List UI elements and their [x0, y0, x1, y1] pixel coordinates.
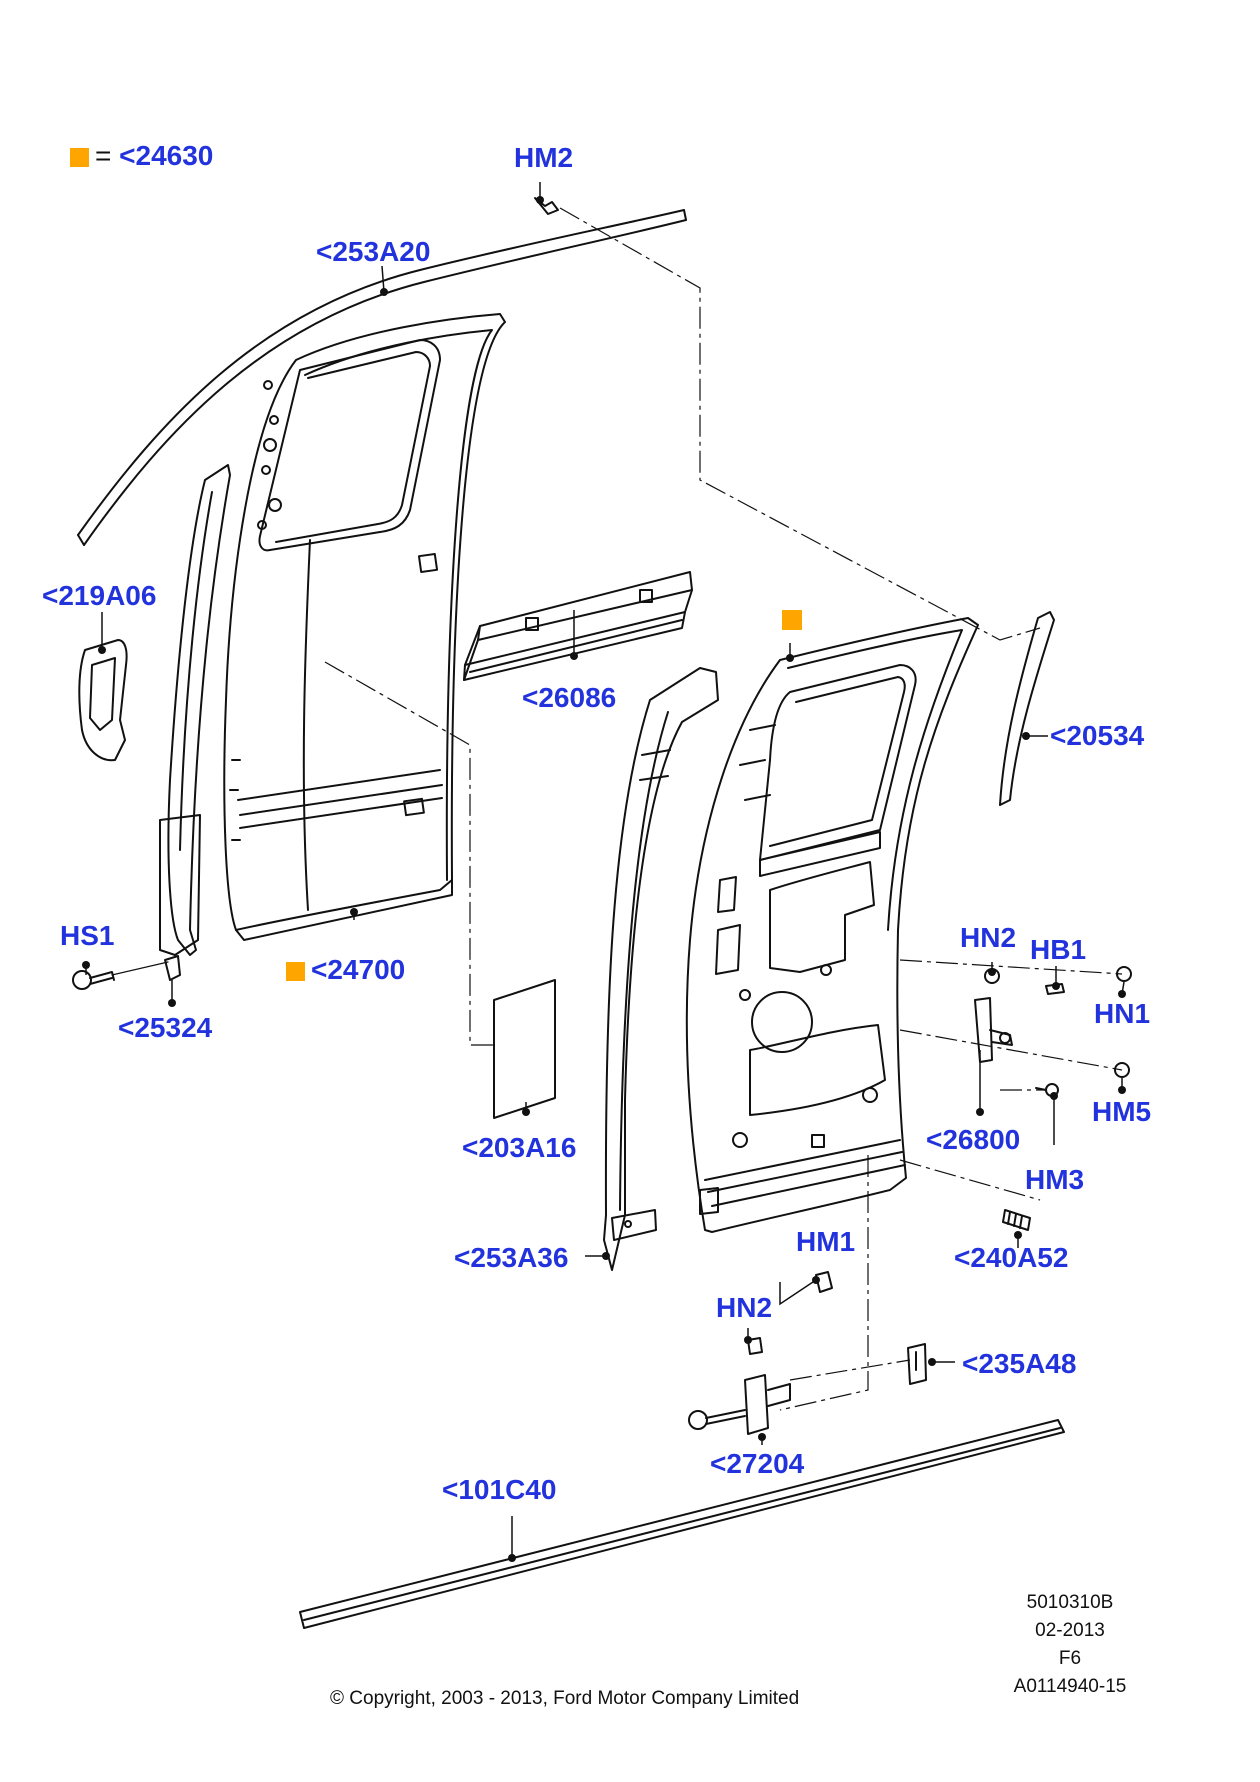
rear-door-shell — [685, 617, 979, 1233]
label-219a06[interactable]: <219A06 — [42, 580, 157, 611]
orange-square-icon — [70, 148, 89, 167]
front-pillar-trim — [159, 464, 231, 956]
rocker-molding-101c40 — [299, 1419, 1065, 1629]
label-hn2-right[interactable]: HN2 — [960, 922, 1017, 953]
label-hm2-top[interactable]: HM2 — [514, 142, 574, 173]
label-20534[interactable]: <20534 — [1050, 720, 1145, 751]
label-235a48[interactable]: <235A48 — [962, 1348, 1077, 1379]
water-shield-203a16 — [493, 979, 556, 1119]
nut-hm5 — [1114, 1062, 1130, 1078]
label-27204[interactable]: <27204 — [710, 1448, 805, 1479]
label-253a20[interactable]: <253A20 — [316, 236, 431, 267]
label-24700[interactable]: <24700 — [311, 954, 406, 985]
screw-hs1 — [72, 970, 115, 990]
front-door-shell — [223, 313, 506, 941]
label-24700-wrap: <24700 — [286, 954, 405, 986]
belt-weatherstrip-26086 — [463, 571, 693, 681]
diagram-id: A0114940-15 — [1013, 1676, 1127, 1697]
label-hn1[interactable]: HN1 — [1094, 998, 1151, 1029]
diagram-date: 02-2013 — [1035, 1620, 1105, 1641]
label-hs1[interactable]: HS1 — [60, 920, 115, 951]
copyright-notice: © Copyright, 2003 - 2013, Ford Motor Com… — [330, 1688, 800, 1709]
bracket-25324 — [164, 955, 181, 981]
label-hm3[interactable]: HM3 — [1025, 1164, 1085, 1195]
hinge-26800 — [974, 997, 1013, 1063]
assembly-leaders — [324, 207, 1123, 1411]
leader-hs1 — [111, 961, 169, 976]
legend-part-link[interactable]: <24630 — [119, 140, 214, 171]
label-253a36[interactable]: <253A36 — [454, 1242, 569, 1273]
orange-square-icon — [286, 962, 305, 981]
label-hm1[interactable]: HM1 — [796, 1226, 856, 1257]
interior-handle-219a06 — [78, 639, 128, 762]
latch-240a52 — [1002, 1209, 1031, 1231]
label-hm5[interactable]: HM5 — [1092, 1096, 1152, 1127]
roof-molding-253a20 — [77, 209, 687, 546]
nut-hn2-bottom — [747, 1337, 763, 1355]
diagram-code: 5010310B — [1026, 1592, 1114, 1613]
clip-hm2 — [534, 197, 559, 215]
label-240a52[interactable]: <240A52 — [954, 1242, 1069, 1273]
rear-glass-run-20534 — [999, 611, 1055, 806]
label-203a16[interactable]: <203A16 — [462, 1132, 577, 1163]
rear-pillar-253a36 — [603, 667, 719, 1271]
callout-dots — [82, 196, 1126, 1562]
legend: = <24630 — [70, 140, 213, 172]
label-101c40[interactable]: <101C40 — [442, 1474, 557, 1505]
orange-square-icon-rear-door — [782, 610, 802, 630]
label-hb1[interactable]: HB1 — [1030, 934, 1087, 965]
door-check-27204 — [688, 1374, 791, 1435]
label-26800[interactable]: <26800 — [926, 1124, 1021, 1155]
diagram-variant: F6 — [1058, 1648, 1082, 1669]
bumper-hm1 — [815, 1271, 833, 1293]
label-26086[interactable]: <26086 — [522, 682, 617, 713]
label-hn2-bottom[interactable]: HN2 — [716, 1292, 773, 1323]
bracket-235a48 — [907, 1343, 927, 1385]
label-25324[interactable]: <25324 — [118, 1012, 213, 1043]
